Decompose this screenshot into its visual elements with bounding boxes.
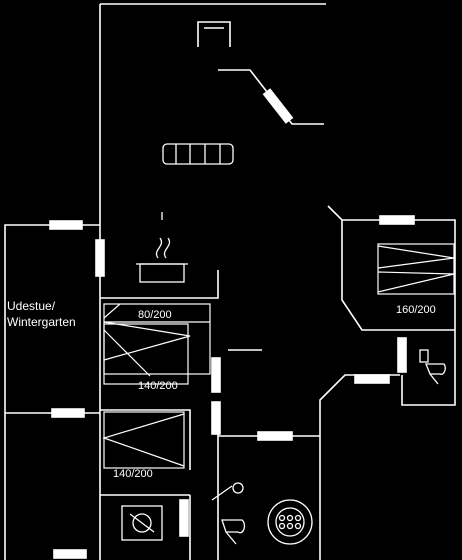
bed-size-label: 80/200 [138,309,172,321]
bed-size-label: 140/200 [138,380,178,392]
bed-80 [103,303,211,377]
toilet-icon [419,349,446,385]
windows [49,88,415,559]
bed-size-label: 140/200 [113,468,153,480]
walls [4,3,456,560]
sofa-icon [162,143,234,165]
bed-140-b [102,411,185,469]
room-label-wintergarden: Udestue/ Wintergarten [7,299,76,329]
fireplace-icon [197,21,231,47]
shower-icon [211,482,246,545]
bed-140-a [103,323,189,385]
stove-icon [136,212,188,283]
bed-size-label: 160/200 [396,304,436,316]
sauna-icon [267,499,313,545]
bed-160 [377,243,455,295]
washing-machine-icon [121,505,163,541]
